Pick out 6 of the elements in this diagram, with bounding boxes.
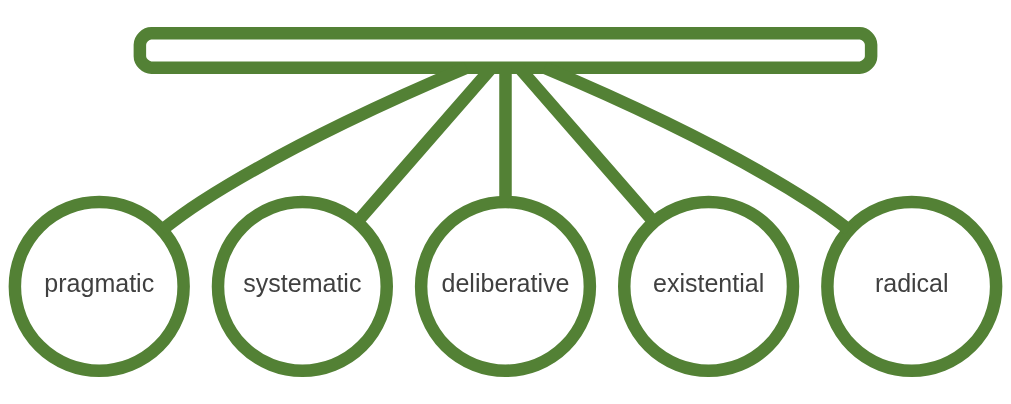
node-circle: systematic [211,195,393,377]
node-circle: existential [618,195,800,377]
node-bar [133,27,878,74]
node-circle: pragmatic [8,195,190,377]
node-circle: deliberative [414,195,597,377]
node-circle: radical [821,195,1003,377]
